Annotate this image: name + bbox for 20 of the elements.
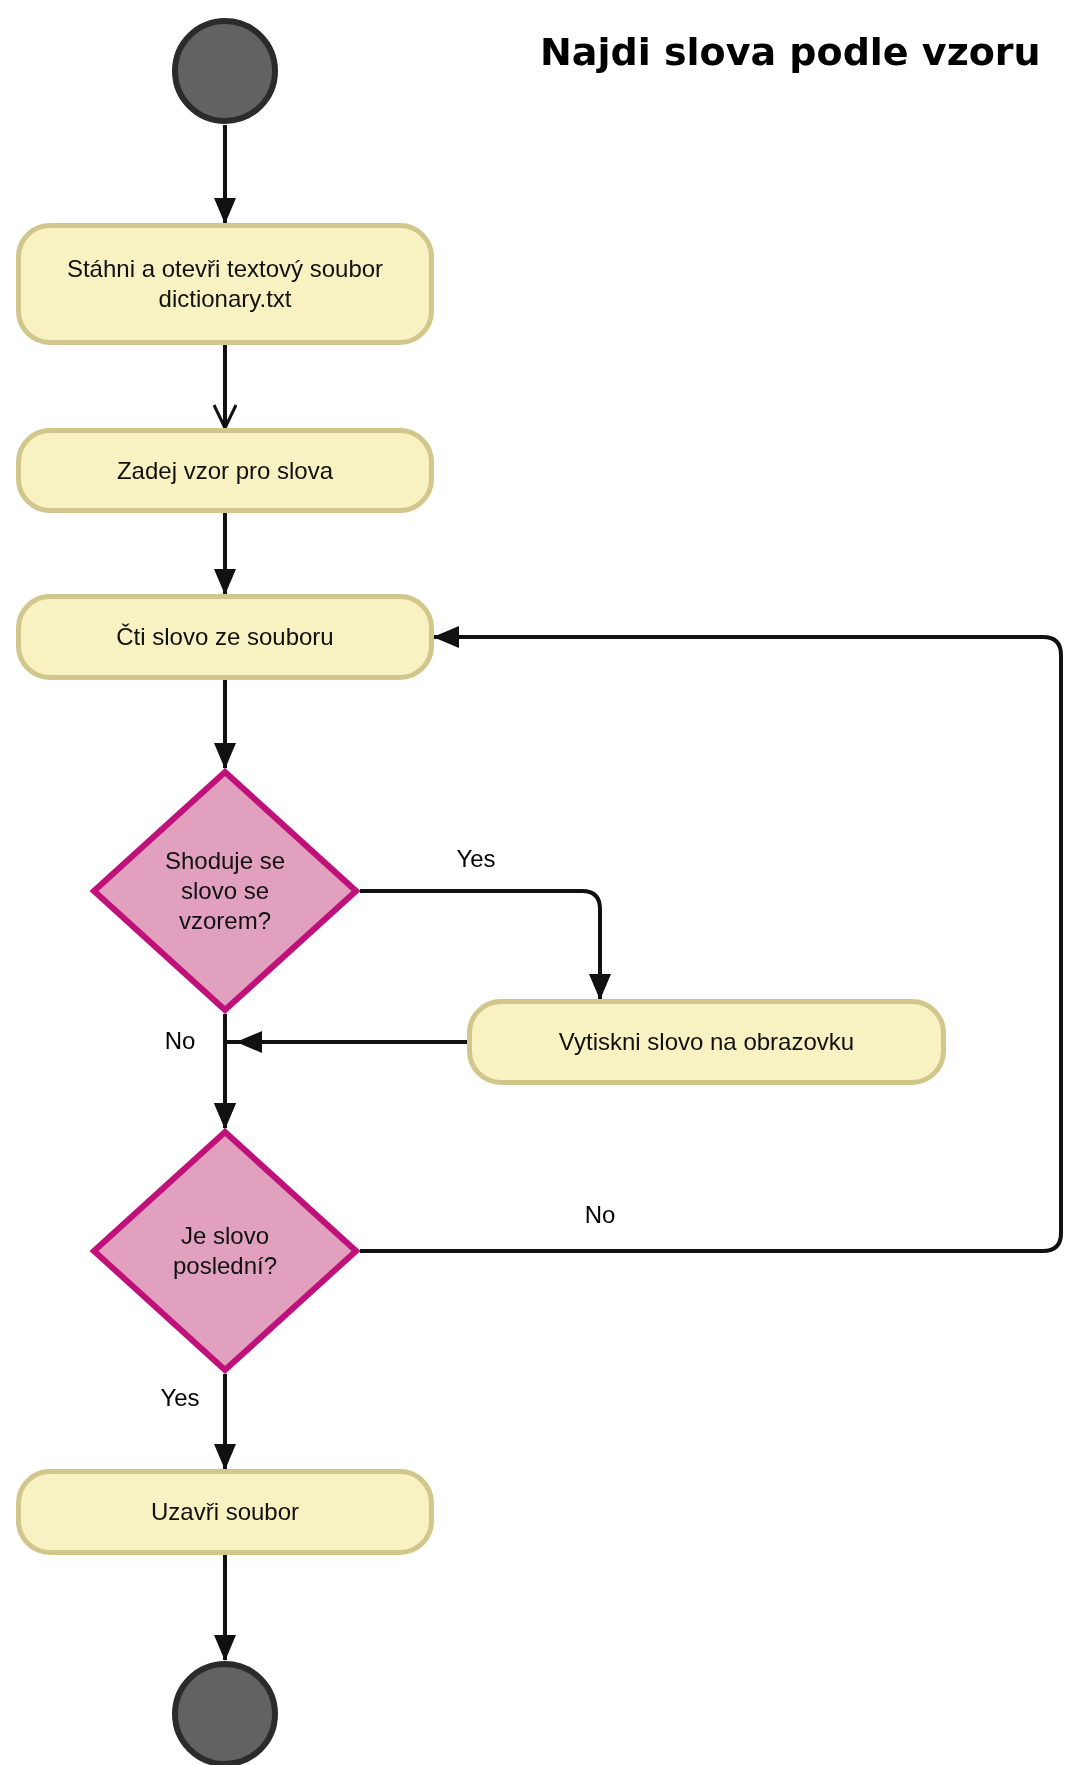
process-box: Uzavři soubor (16, 1469, 434, 1555)
decision-diamond (90, 1128, 360, 1374)
arrow (214, 1555, 236, 1661)
process-box: Zadej vzor pro slova (16, 428, 434, 513)
node-text: Je slovo poslední? (171, 1221, 279, 1281)
start-end-circle (171, 17, 279, 125)
arrow (212, 345, 238, 430)
process-box: Čti slovo ze souboru (16, 594, 434, 680)
node-text: Shoduje se slovo se vzorem? (163, 846, 287, 936)
arrow (214, 513, 236, 595)
process-box: Stáhni a otevři textový soubor dictionary.txt (16, 223, 434, 345)
arrow (360, 626, 1063, 1253)
arrow (360, 889, 611, 1000)
arrow (214, 1014, 236, 1129)
arrow (214, 1374, 236, 1470)
arrow (214, 680, 236, 769)
diagram-title: Najdi slova podle vzoru (540, 30, 1042, 74)
arrow (214, 125, 236, 224)
process-box: Vytiskni slovo na obrazovku (467, 999, 946, 1085)
decision-diamond (90, 768, 360, 1014)
